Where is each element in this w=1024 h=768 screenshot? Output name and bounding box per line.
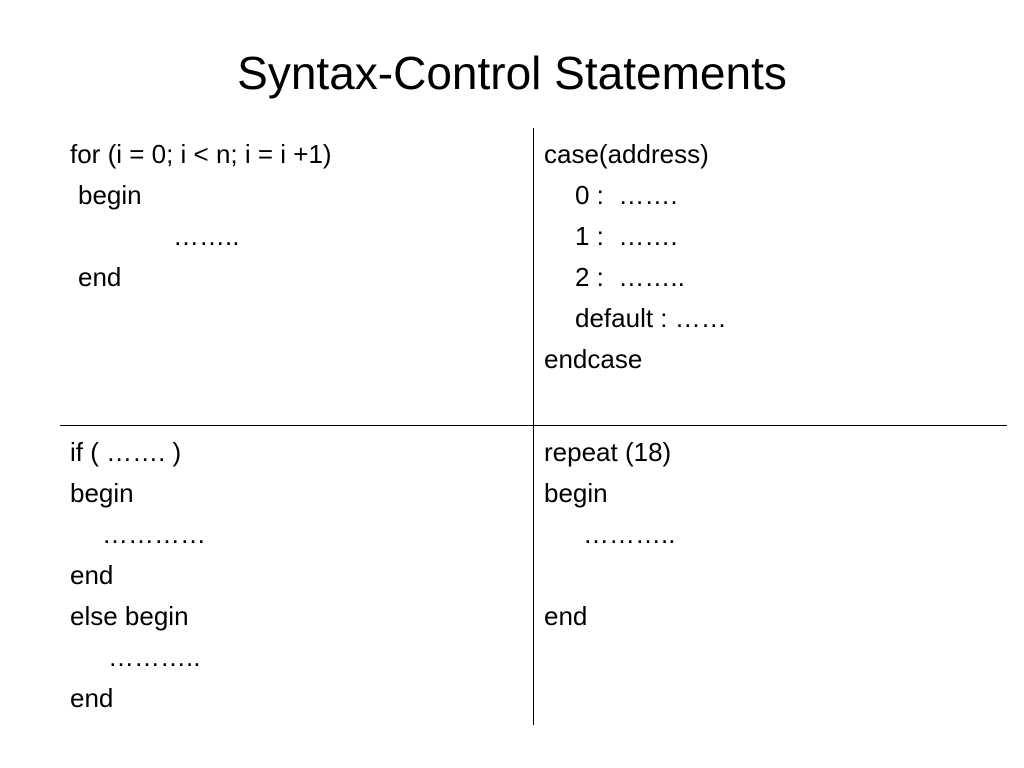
code-line: case(address) [544,139,709,169]
code-line: …….. [173,221,240,251]
slide-title: Syntax-Control Statements [237,47,787,99]
code-line: begin [544,478,608,508]
horizontal-divider [60,425,1007,426]
code-line: ……….. [583,519,676,549]
code-line: default : …… [575,303,727,333]
code-line: else begin [70,601,189,631]
code-line: for (i = 0; i < n; i = i +1) [70,139,332,169]
code-line: ……….. [108,642,201,672]
code-line: endcase [544,344,643,374]
vertical-divider [533,128,534,725]
code-line: ………… [102,519,206,549]
code-line: 0 : ……. [575,180,678,210]
code-line: repeat (18) [544,437,672,467]
code-line: if ( ……. ) [70,437,182,467]
code-line: end [70,560,114,590]
code-line: begin [70,478,134,508]
code-line: end [78,262,122,292]
code-line: end [70,683,114,713]
code-line: begin [78,180,142,210]
code-line: end [544,601,588,631]
code-line: 2 : …….. [575,262,685,292]
code-line: 1 : ……. [575,221,678,251]
